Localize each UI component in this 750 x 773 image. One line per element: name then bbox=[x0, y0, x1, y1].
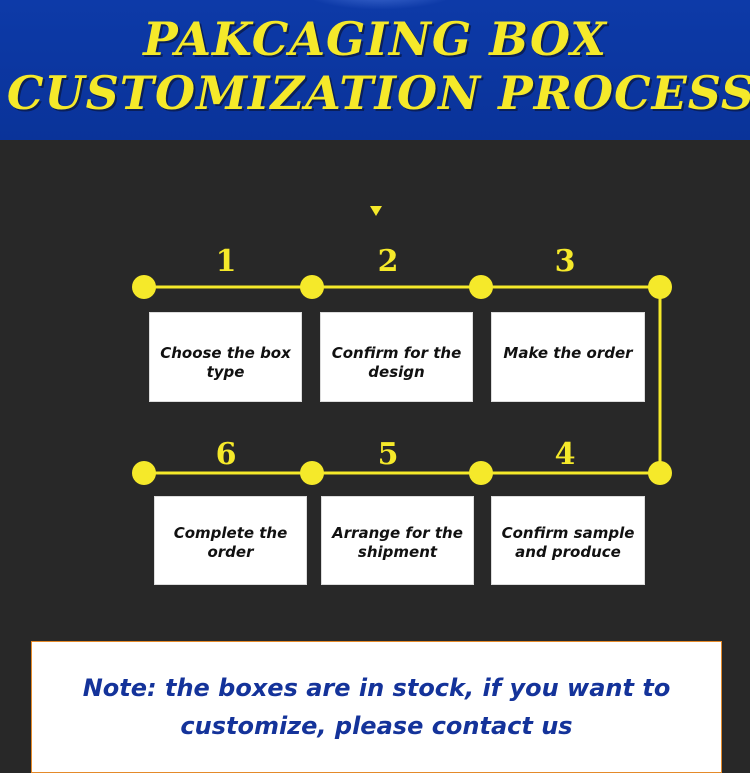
step-label-2: Confirm for the design bbox=[331, 344, 462, 381]
step-number-1: 1 bbox=[215, 244, 237, 279]
node-dot-bottom-1 bbox=[132, 461, 156, 485]
node-dot-bottom-4 bbox=[648, 461, 672, 485]
node-dot-top-1 bbox=[132, 275, 156, 299]
step-number-6: 6 bbox=[215, 437, 237, 472]
step-label-5: Arrange for the shipment bbox=[332, 524, 463, 561]
step-label-4: Confirm sample and produce bbox=[501, 524, 635, 561]
step-number-3: 3 bbox=[554, 244, 576, 279]
note-text: Note: the boxes are in stock, if you wan… bbox=[82, 674, 671, 740]
header-banner: PAKCAGING BOX CUSTOMIZATION PROCESS bbox=[0, 0, 750, 140]
step-label-3: Make the order bbox=[503, 344, 633, 362]
node-dot-top-3 bbox=[469, 275, 493, 299]
node-dot-top-4 bbox=[648, 275, 672, 299]
step-card-4: Confirm sample and produce bbox=[491, 496, 645, 585]
step-label-6: Complete the order bbox=[173, 524, 288, 561]
page-title-line-2: CUSTOMIZATION PROCESS bbox=[6, 66, 750, 120]
step-number-2: 2 bbox=[377, 244, 399, 279]
note-box: Note: the boxes are in stock, if you wan… bbox=[31, 641, 722, 773]
step-card-2: Confirm for the design bbox=[320, 312, 473, 402]
step-card-3: Make the order bbox=[491, 312, 645, 402]
step-number-5: 5 bbox=[377, 437, 399, 472]
step-label-1: Choose the box type bbox=[160, 344, 291, 381]
node-dot-bottom-3 bbox=[469, 461, 493, 485]
header-glow bbox=[300, 0, 460, 10]
step-card-5: Arrange for the shipment bbox=[321, 496, 474, 585]
node-dot-bottom-2 bbox=[300, 461, 324, 485]
triangle-marker-icon bbox=[370, 206, 382, 216]
node-dot-top-2 bbox=[300, 275, 324, 299]
step-number-4: 4 bbox=[554, 437, 576, 472]
step-card-6: Complete the order bbox=[154, 496, 307, 585]
page-title-line-1: PAKCAGING BOX bbox=[143, 12, 607, 66]
step-card-1: Choose the box type bbox=[149, 312, 302, 402]
